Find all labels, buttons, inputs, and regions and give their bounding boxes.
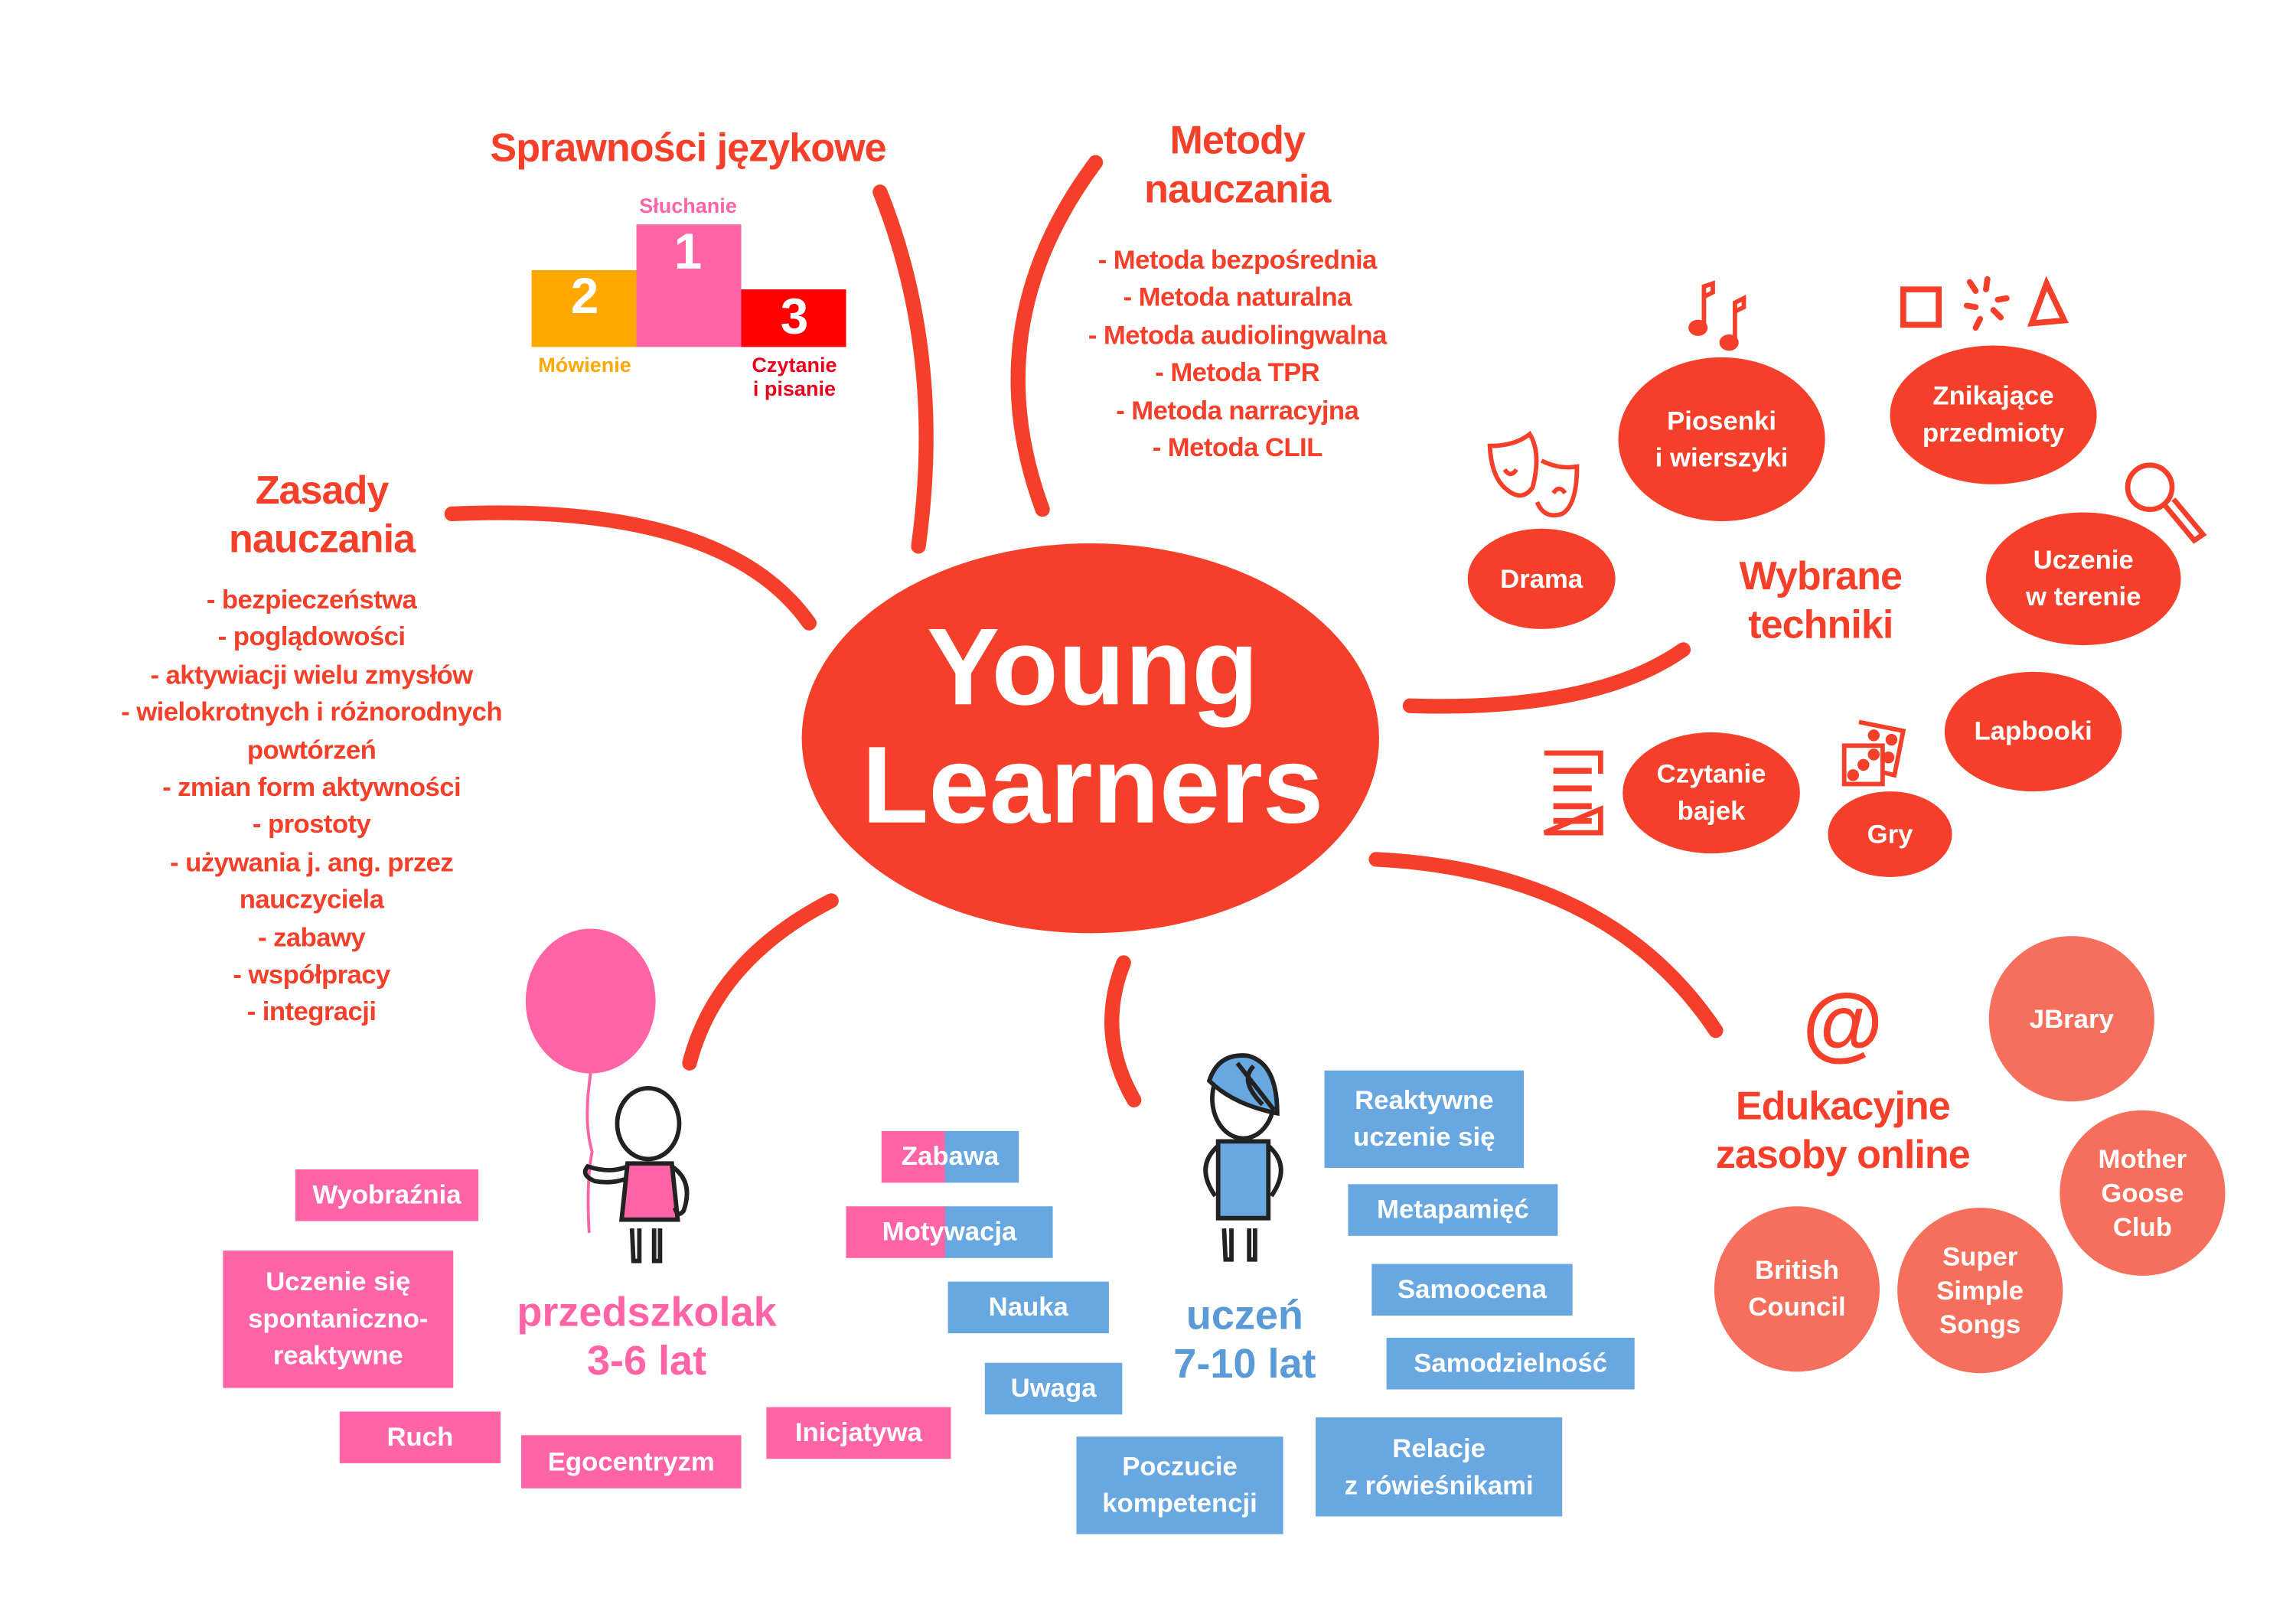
online-title: Edukacyjne zasoby online: [1715, 1084, 1971, 1177]
connector-online: [1368, 852, 1724, 1039]
connector-methods: [1010, 155, 1104, 517]
trait-spontaneous-learning: Uczenie się spontaniczno- reaktywne: [223, 1251, 454, 1388]
trait-motivation: Motywacja: [846, 1206, 1053, 1258]
principles-item: - bezpieczeństwa: [206, 585, 417, 615]
vanish-shapes-icon: [1900, 276, 2069, 331]
resource-jbrary: JBrary: [1988, 936, 2154, 1102]
technique-field-learning: Uczenie w terenie: [1985, 512, 2181, 646]
technique-drama: Drama: [1467, 528, 1616, 629]
trait-movement: Ruch: [339, 1411, 501, 1463]
drama-masks-icon: [1487, 430, 1580, 518]
connector-preschooler: [682, 893, 839, 1071]
principles-item: - zabawy: [258, 922, 366, 952]
principles-title: Zasady nauczania: [228, 468, 416, 562]
podium-1: [636, 224, 742, 347]
podium-1-label: Słuchanie: [639, 193, 737, 217]
principles-item: - poglądowości: [217, 622, 406, 652]
document-icon: [1543, 750, 1603, 836]
trait-reactive-learning: Reaktywne uczenie się: [1324, 1070, 1525, 1169]
principles-item: - zmian form aktywności: [162, 772, 461, 802]
resource-super-simple-songs: Super Simple Songs: [1897, 1208, 2063, 1374]
magnifier-icon: [2125, 462, 2207, 544]
trait-imagination: Wyobraźnia: [295, 1169, 479, 1221]
trait-self-assessment: Samoocena: [1371, 1264, 1573, 1316]
methods-item: - Metoda TPR: [1155, 357, 1320, 387]
connector-techniques: [1402, 642, 1691, 714]
podium-3-rank: 3: [780, 289, 809, 346]
podium-2: [531, 270, 637, 347]
trait-peer-relations: Relacje z rówieśnikami: [1316, 1417, 1563, 1517]
principles-item: - używania j. ang. przez: [170, 847, 454, 877]
skills-title: Sprawności językowe: [490, 125, 886, 170]
principles-item: - integracji: [246, 997, 377, 1027]
methods-item: - Metoda narracyjna: [1116, 395, 1359, 425]
connector-principles: [444, 505, 817, 631]
trait-metamemory: Metapamięć: [1348, 1184, 1558, 1236]
trait-play: Zabawa: [881, 1130, 1019, 1183]
trait-egocentrism: Egocentryzm: [521, 1435, 742, 1489]
technique-disappearing-objects: Znikające przedmioty: [1890, 345, 2097, 484]
resource-mother-goose-club: Mother Goose Club: [2060, 1110, 2226, 1276]
trait-competence: Poczucie kompetencji: [1076, 1436, 1283, 1534]
connector-pupil: [1104, 955, 1142, 1107]
connector-skills: [872, 184, 934, 554]
methods-item: - Metoda naturalna: [1123, 282, 1352, 312]
podium-3-label: Czytanie i pisanie: [752, 353, 837, 400]
trait-learning: Nauka: [947, 1281, 1109, 1334]
at-sign-icon: @: [1802, 976, 1883, 1069]
boy-with-cap-icon: [1203, 1053, 1283, 1262]
center-title-line2: Learners: [862, 723, 1324, 846]
podium-1-rank: 1: [673, 224, 703, 281]
methods-title: Metody nauczania: [1144, 118, 1331, 211]
techniques-title: Wybrane techniki: [1739, 553, 1903, 647]
technique-lapbooks: Lapbooki: [1944, 671, 2122, 792]
trait-initiative: Inicjatywa: [766, 1407, 951, 1459]
principles-item: - wielokrotnych i różnorodnych: [121, 697, 502, 727]
trait-attention: Uwaga: [984, 1362, 1123, 1415]
principles-item: - współpracy: [233, 960, 390, 990]
technique-games: Gry: [1828, 791, 1952, 878]
girl-with-balloon-icon: [525, 928, 690, 1264]
methods-item: - Metoda bezpośrednia: [1097, 245, 1378, 275]
center-title-line1: Young: [926, 605, 1259, 729]
principles-item: - prostoty: [252, 810, 371, 840]
methods-item: - Metoda CLIL: [1152, 432, 1323, 462]
principles-item: - aktywiacji wielu zmysłów: [150, 660, 473, 690]
preschooler-title: przedszkolak 3-6 lat: [517, 1289, 777, 1384]
technique-songs: Piosenki i wierszyki: [1618, 357, 1825, 522]
podium-2-rank: 2: [570, 269, 599, 325]
podium-2-label: Mówienie: [538, 353, 631, 377]
technique-reading-tales: Czytanie bajek: [1623, 732, 1800, 854]
methods-list: - Metoda bezpośrednia - Metoda naturalna -…: [1088, 242, 1388, 467]
principles-item: powtórzeń: [246, 735, 377, 765]
center-node: [801, 543, 1379, 934]
dice-icon: [1841, 719, 1906, 787]
principles-list: - bezpieczeństwa - poglądowości - aktywiac…: [121, 582, 502, 1032]
trait-independence: Samodzielność: [1386, 1337, 1635, 1390]
music-notes-icon: [1688, 280, 1746, 351]
resource-british-council: British Council: [1714, 1206, 1880, 1372]
principles-item: nauczyciela: [239, 885, 384, 915]
podium-3: [741, 289, 846, 347]
methods-item: - Metoda audiolingwalna: [1088, 320, 1388, 350]
pupil-title: uczeń 7-10 lat: [1173, 1292, 1316, 1387]
